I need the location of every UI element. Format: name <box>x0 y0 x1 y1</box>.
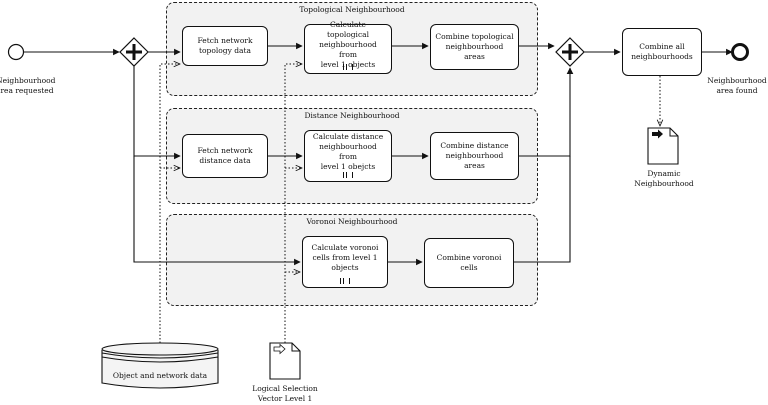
task-label: Combine distance neighbourhood areas <box>440 141 509 170</box>
task-label: Calculate voronoi cells from level 1 obj… <box>311 243 379 272</box>
logical-selection-document-icon <box>269 342 301 380</box>
logical-selection-label: Logical Selection Vector Level 1 <box>252 384 318 403</box>
task-calc-distance[interactable]: Calculate distance neighbourhood from le… <box>304 130 392 182</box>
task-combine-distance[interactable]: Combine distance neighbourhood areas <box>430 132 519 180</box>
task-label: Calculate distance neighbourhood from le… <box>312 132 384 171</box>
start-event-label: Neighbourhood area requested <box>0 76 56 95</box>
data-store-icon <box>101 342 219 389</box>
end-event-label: Neighbourhood area found <box>707 76 767 95</box>
task-label: Calculate topological neighbourhood from… <box>319 20 377 69</box>
task-label: Fetch network distance data <box>197 146 253 165</box>
task-calc-voronoi[interactable]: Calculate voronoi cells from level 1 obj… <box>302 236 388 288</box>
start-event <box>7 43 25 61</box>
task-label: Combine all neighbourhoods <box>631 42 693 61</box>
dynamic-neighbourhood-label: Dynamic Neighbourhood <box>634 169 694 188</box>
task-label: Combine topological neighbourhood areas <box>435 32 514 61</box>
lane-title: Distance Neighbourhood <box>304 111 400 120</box>
dynamic-neighbourhood-document-icon <box>647 127 679 165</box>
lane-title: Voronoi Neighbourhood <box>306 217 398 226</box>
task-calc-topological[interactable]: Calculate topological neighbourhood from… <box>304 20 392 74</box>
parallel-gateway-split <box>119 37 149 67</box>
task-combine-topological[interactable]: Combine topological neighbourhood areas <box>430 24 519 70</box>
lane-title: Topological Neighbourhood <box>299 5 405 14</box>
parallel-gateway-join <box>555 37 585 67</box>
task-fetch-topology[interactable]: Fetch network topology data <box>182 26 268 66</box>
end-event <box>731 43 749 61</box>
multi-instance-icon <box>343 172 353 178</box>
task-label: Fetch network topology data <box>197 36 253 55</box>
multi-instance-icon <box>340 278 350 284</box>
multi-instance-icon <box>343 64 353 70</box>
data-store-label: Object and network data <box>112 371 208 380</box>
task-label: Combine voronoi cells <box>436 253 502 272</box>
task-fetch-distance[interactable]: Fetch network distance data <box>182 134 268 178</box>
task-combine-all[interactable]: Combine all neighbourhoods <box>622 28 702 76</box>
task-combine-voronoi[interactable]: Combine voronoi cells <box>424 238 514 288</box>
